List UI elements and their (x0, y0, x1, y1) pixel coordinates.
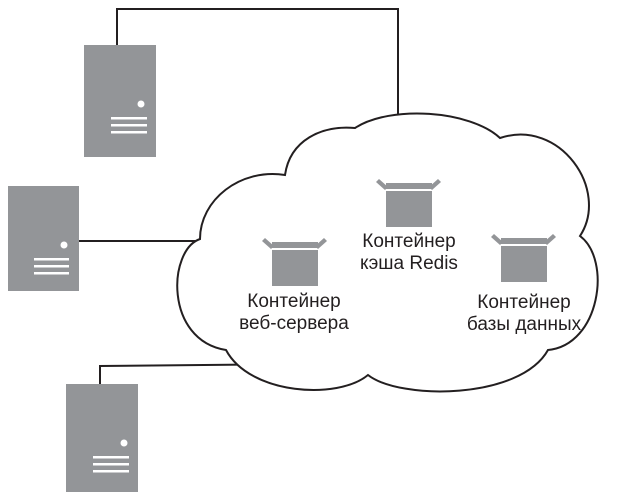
web-box-flap-left (262, 238, 274, 249)
server-top-led (137, 100, 145, 108)
db-box-flap-left (491, 234, 503, 245)
server-bottom-slot (93, 463, 129, 466)
redis-box-body (386, 191, 432, 227)
connection-lines (78, 8, 399, 385)
server-top-slot (111, 131, 147, 134)
server-middle-slot (34, 265, 69, 268)
connection-line-bottom-server (99, 363, 301, 385)
connection-line-top-server (116, 8, 399, 138)
redis-container-label-line1: Контейнер (362, 231, 456, 252)
redis-box-rim (386, 183, 432, 189)
server-middle-led (60, 241, 68, 249)
server-bottom-icon (66, 384, 138, 492)
db-container-label-line1: Контейнер (477, 292, 571, 313)
docker-host-cloud (176, 112, 599, 393)
web-container-box-icon (262, 238, 327, 286)
server-top-slot (111, 124, 147, 127)
server-bottom-led (120, 439, 128, 447)
server-bottom-slot (93, 456, 129, 459)
db-container-box-icon (491, 234, 556, 282)
server-top-icon (84, 45, 156, 157)
web-container-label: Контейнер веб-сервера (228, 291, 360, 335)
server-middle-slot (34, 272, 69, 275)
web-box-body (272, 250, 318, 286)
redis-container-label: Контейнер кэша Redis (346, 231, 472, 275)
db-container-label-line2: базы данных (466, 314, 582, 335)
db-box-body (501, 246, 547, 282)
server-bottom-body (66, 384, 138, 492)
db-container-label: Контейнер базы данных (456, 292, 592, 336)
server-middle-body (8, 186, 79, 291)
server-middle-slot (34, 258, 69, 261)
redis-container-box-icon (376, 179, 441, 227)
server-top-slot (111, 117, 147, 120)
web-container-label-line2: веб-сервера (239, 313, 349, 334)
server-bottom-slot (93, 470, 129, 473)
web-box-rim (272, 242, 318, 248)
redis-container-label-line2: кэша Redis (360, 253, 458, 274)
web-container-label-line1: Контейнер (247, 291, 341, 312)
db-box-rim (501, 238, 547, 244)
server-middle-icon (8, 186, 79, 291)
redis-box-flap-left (376, 179, 388, 190)
server-top-body (84, 45, 156, 157)
